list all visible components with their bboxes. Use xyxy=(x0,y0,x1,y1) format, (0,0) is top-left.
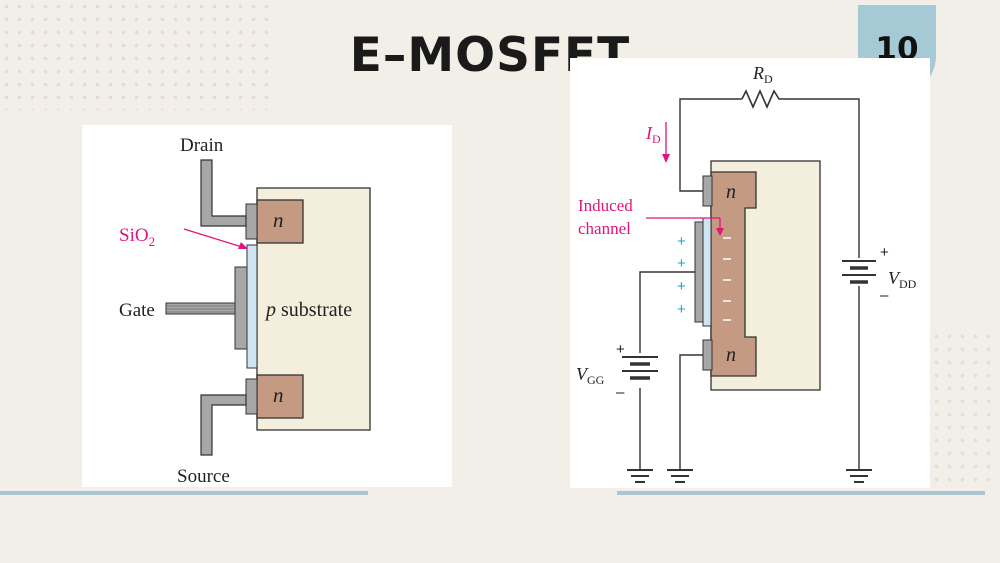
drain-lead xyxy=(200,159,247,227)
drain-label: Drain xyxy=(180,135,224,156)
sio2-label: SiO2 xyxy=(119,225,155,249)
n-bottom-label: n xyxy=(726,344,736,366)
bottom-rule-left xyxy=(0,491,368,495)
gate-positive-charges: + + + + xyxy=(677,233,686,318)
n-bottom-label: n xyxy=(273,383,284,407)
oxide-layer xyxy=(702,217,712,327)
n-regions-and-channel xyxy=(710,171,757,377)
vgg-minus: – xyxy=(616,384,625,401)
vdd-label: VDD xyxy=(888,268,917,291)
source-label: Source xyxy=(177,466,230,487)
induced-label-line2: channel xyxy=(578,219,631,238)
svg-text:+: + xyxy=(677,233,686,250)
svg-text:+: + xyxy=(677,255,686,272)
sio2-arrowhead xyxy=(238,242,248,249)
id-label: ID xyxy=(645,123,661,146)
decorative-dots-right xyxy=(930,330,1000,490)
mosfet-structure-diagram: Drain Source Gate SiO2 n n p substrate xyxy=(82,125,452,487)
sio2-layer xyxy=(246,244,258,369)
gate-metal xyxy=(694,221,704,323)
decorative-dots-top xyxy=(0,0,270,110)
structure-svg: Drain Source Gate SiO2 n n p substrate xyxy=(119,135,371,487)
induced-label-line1: Induced xyxy=(578,196,633,215)
source-contact xyxy=(702,339,713,371)
rd-label: RD xyxy=(752,63,773,86)
id-arrowhead xyxy=(662,154,670,163)
ground-symbols xyxy=(627,469,872,483)
vgg-battery xyxy=(622,356,658,380)
gate-metal xyxy=(234,266,248,350)
bottom-rule-right xyxy=(617,491,985,495)
svg-text:+: + xyxy=(677,278,686,295)
source-contact xyxy=(245,378,258,415)
drain-contact xyxy=(245,203,258,240)
source-lead xyxy=(200,394,247,456)
vgg-plus: + xyxy=(616,341,625,358)
channel-electrons xyxy=(723,237,731,321)
gate-lead xyxy=(165,302,236,315)
vdd-battery xyxy=(842,260,876,284)
resistor-rd xyxy=(741,89,782,109)
vgg-label: VGG xyxy=(576,364,605,387)
vdd-plus: + xyxy=(880,244,889,261)
sio2-pointer-arrow xyxy=(183,228,243,248)
drain-contact xyxy=(702,175,713,207)
n-region-bottom xyxy=(256,374,304,419)
n-top-label: n xyxy=(726,181,736,203)
circuit-wires xyxy=(639,98,860,470)
svg-text:+: + xyxy=(677,301,686,318)
substrate-label: p substrate xyxy=(264,299,352,321)
gate-label: Gate xyxy=(119,300,155,321)
circuit-svg: + + + + xyxy=(576,63,917,483)
mosfet-bias-circuit: + + + + xyxy=(570,58,930,488)
induced-channel-arrowhead xyxy=(716,228,724,236)
vdd-minus: – xyxy=(880,287,889,304)
n-top-label: n xyxy=(273,208,284,232)
